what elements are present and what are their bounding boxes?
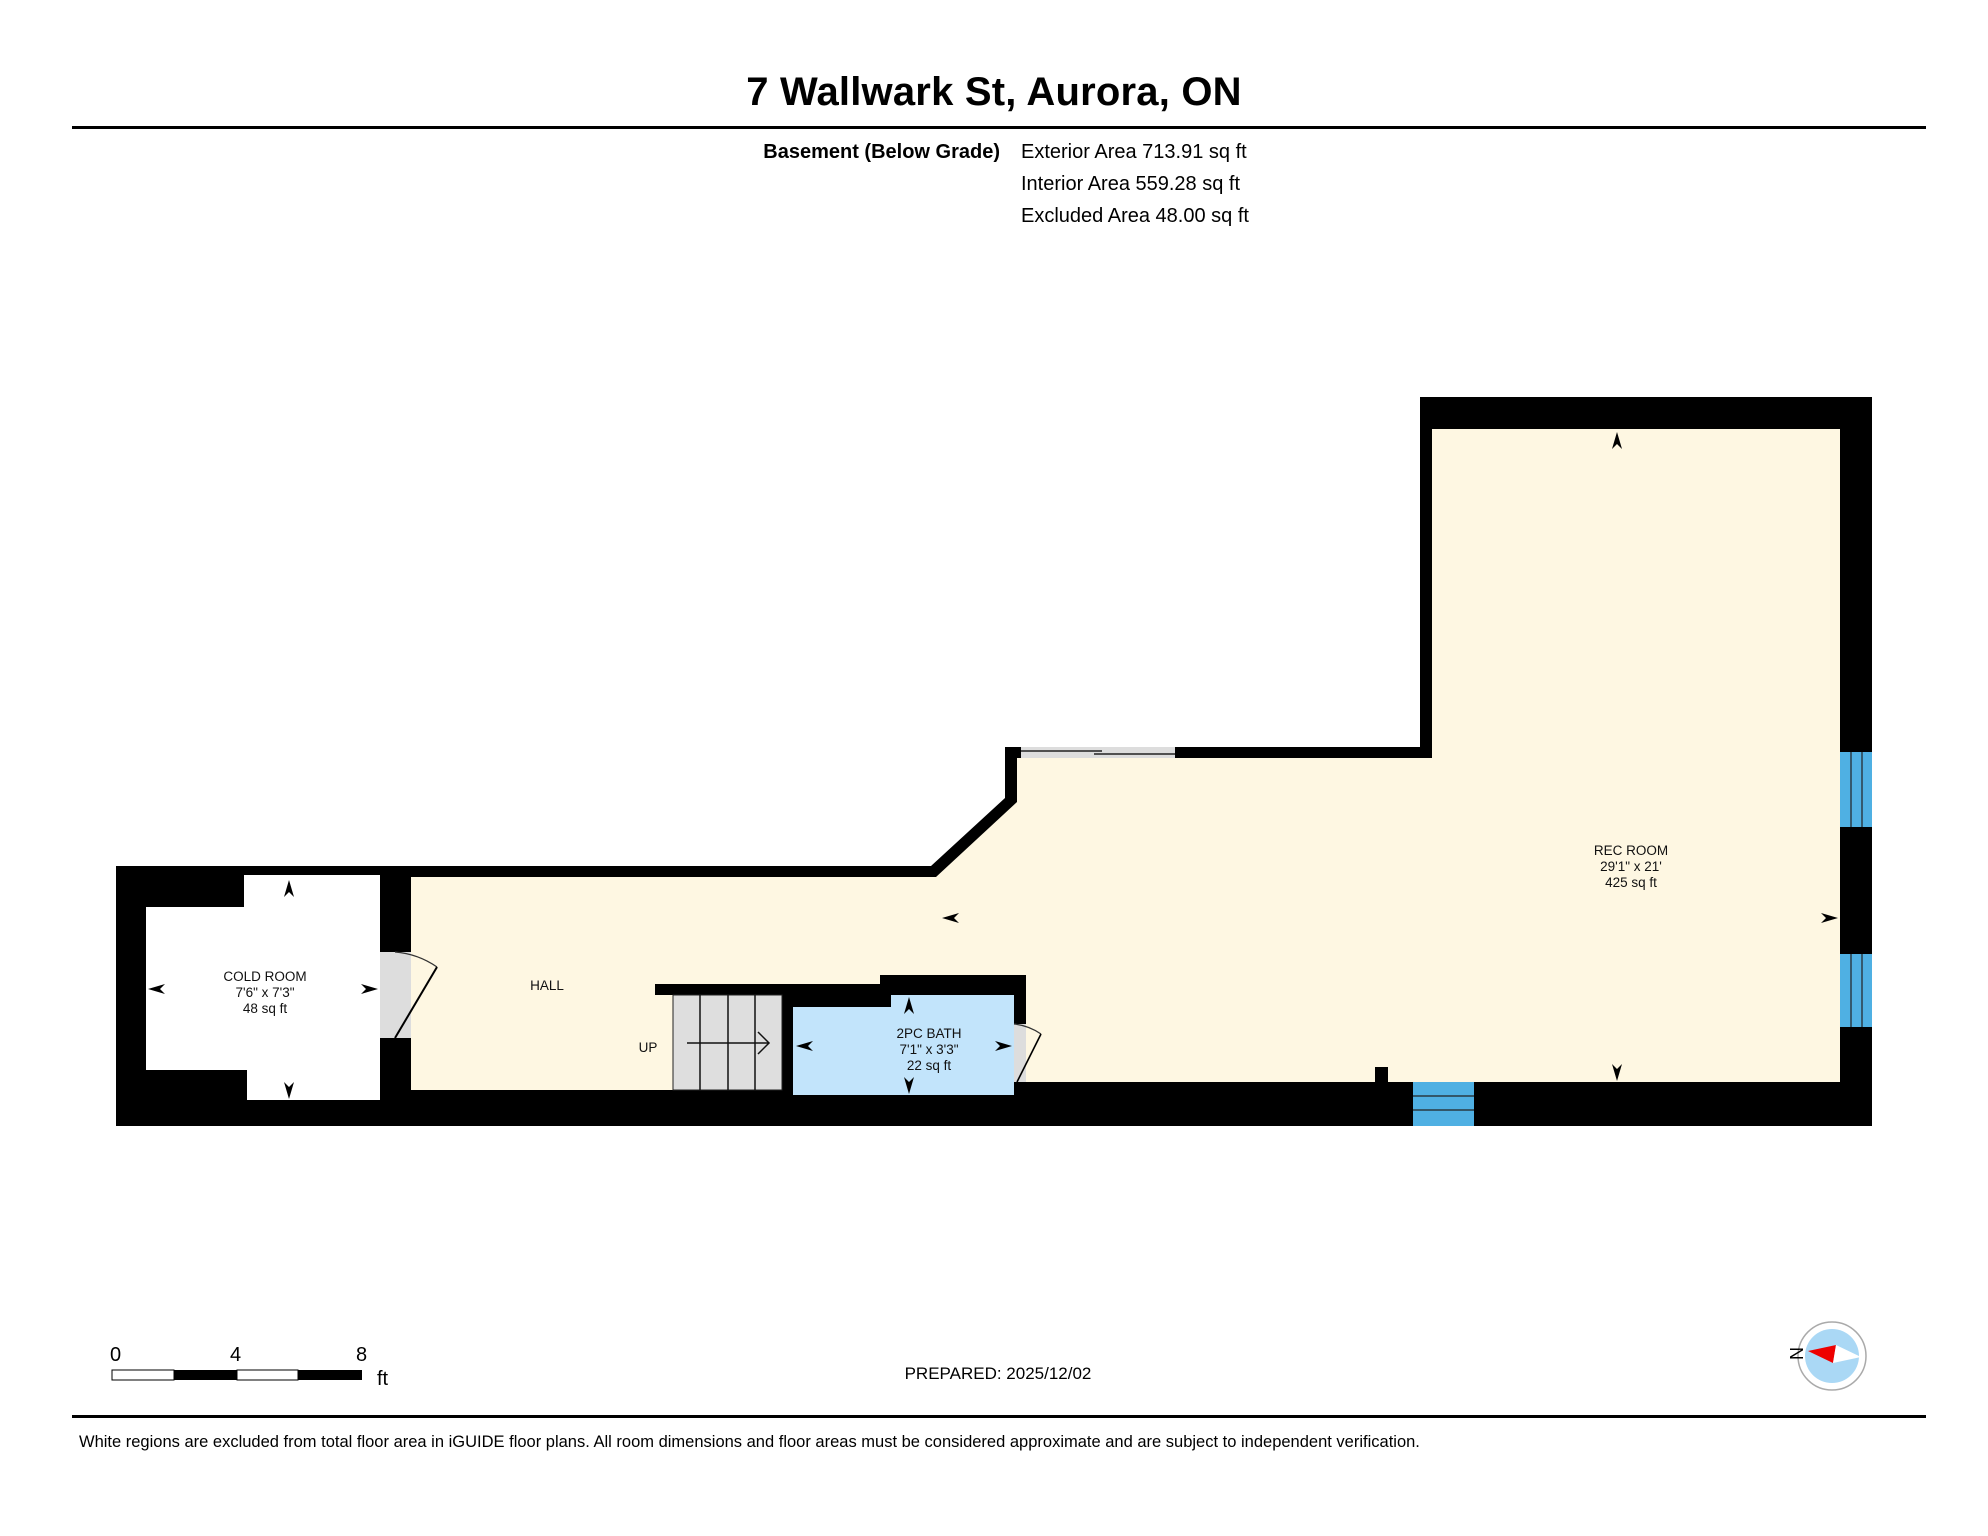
arrow-down-icon xyxy=(1612,1064,1622,1081)
bath-name: 2PC BATH xyxy=(896,1026,961,1041)
bath-floor xyxy=(793,995,1014,1095)
scale-tick-0: 0 xyxy=(110,1344,122,1366)
footer-divider xyxy=(72,1415,1926,1418)
cold-room-dimensions: 7'6" x 7'3" xyxy=(235,985,294,1000)
hall-name: HALL xyxy=(530,978,564,993)
cold-room-area: 48 sq ft xyxy=(243,1001,288,1016)
interior-area: Interior Area 559.28 sq ft xyxy=(1021,173,1241,195)
rec-room-name: REC ROOM xyxy=(1594,843,1668,858)
compass-north-label: N xyxy=(1786,1347,1806,1360)
rec-room-area: 425 sq ft xyxy=(1605,875,1657,890)
disclaimer: White regions are excluded from total fl… xyxy=(79,1433,1420,1451)
scale-tick-8: 8 xyxy=(356,1344,368,1366)
level-name: Basement (Below Grade) xyxy=(763,141,1000,163)
page-title: 7 Wallwark St, Aurora, ON xyxy=(746,70,1242,114)
arrow-left-icon xyxy=(796,1041,813,1051)
arrow-right-icon xyxy=(1821,913,1838,923)
bath-area: 22 sq ft xyxy=(907,1058,952,1073)
dimension-arrows xyxy=(148,432,1838,1099)
header-divider xyxy=(72,126,1926,129)
scale-tick-4: 4 xyxy=(230,1344,242,1366)
arrow-left-icon xyxy=(148,984,165,994)
arrow-up-icon xyxy=(284,880,294,897)
prepared-date: PREPARED: 2025/12/02 xyxy=(904,1364,1092,1383)
window-east-upper xyxy=(1840,752,1872,827)
staircase xyxy=(672,994,783,1091)
arrow-up-icon xyxy=(904,997,914,1014)
arrow-left-icon xyxy=(942,913,959,923)
exterior-area: Exterior Area 713.91 sq ft xyxy=(1021,141,1247,163)
compass-icon xyxy=(1797,1321,1867,1391)
rec-room-dimensions: 29'1" x 21' xyxy=(1600,859,1662,874)
stairs-up-label: UP xyxy=(639,1040,658,1055)
scale-unit: ft xyxy=(377,1368,389,1390)
arrow-down-icon xyxy=(904,1077,914,1094)
arrow-up-icon xyxy=(1612,432,1622,449)
excluded-area: Excluded Area 48.00 sq ft xyxy=(1021,205,1249,227)
window-south xyxy=(1413,1082,1474,1126)
cold-room-name: COLD ROOM xyxy=(223,969,306,984)
bath-dimensions: 7'1" x 3'3" xyxy=(899,1042,958,1057)
cold-room-floor xyxy=(146,875,380,1100)
bath-door xyxy=(1013,1023,1042,1083)
arrow-down-icon xyxy=(284,1082,294,1099)
rec-room-floor xyxy=(411,429,1840,1090)
arrow-right-icon xyxy=(995,1041,1012,1051)
cold-room-door xyxy=(380,951,438,1039)
scale-bar xyxy=(111,1369,362,1381)
window-east-lower xyxy=(1840,954,1872,1027)
arrow-right-icon xyxy=(361,984,378,994)
sliding-door xyxy=(1021,747,1175,758)
